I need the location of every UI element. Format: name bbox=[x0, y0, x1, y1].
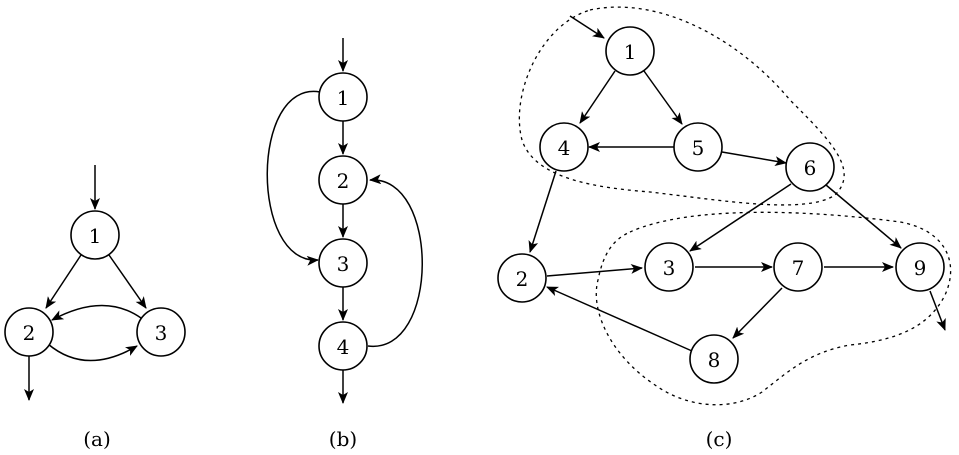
graph-c-node-6: 6 bbox=[785, 142, 835, 192]
graph-b-edge-1-3 bbox=[266, 90, 321, 266]
graph-c-edge-entry-1 bbox=[569, 15, 605, 39]
graph-a-edge-1-2 bbox=[45, 254, 82, 309]
graph-a-node-2: 2 bbox=[4, 307, 54, 357]
graph-a-edges bbox=[24, 165, 147, 401]
graph-c-node-8-label: 8 bbox=[708, 348, 721, 372]
graph-c-edge-6-3 bbox=[689, 183, 792, 252]
graph-b-node-3-label: 3 bbox=[337, 252, 350, 276]
graph-c-edges bbox=[528, 15, 946, 352]
graph-c-node-3-label: 3 bbox=[663, 256, 676, 280]
graph-c-node-2: 2 bbox=[497, 253, 547, 303]
graph-c-node-5: 5 bbox=[673, 122, 723, 172]
graph-c-edge-8-2 bbox=[546, 286, 693, 352]
graph-c-edge-2-3 bbox=[546, 263, 643, 277]
graph-c-node-4: 4 bbox=[539, 122, 589, 172]
graph-a-edge-1-3 bbox=[108, 254, 147, 309]
graph-c-node-8: 8 bbox=[689, 334, 739, 384]
graph-c-node-1-label: 1 bbox=[624, 40, 637, 64]
graph-c-node-3: 3 bbox=[644, 242, 694, 292]
graph-c-node-5-label: 5 bbox=[692, 136, 705, 160]
graph-b-node-4: 4 bbox=[318, 321, 368, 371]
graph-c-node-7: 7 bbox=[773, 242, 823, 292]
graph-c: 1 2 3 4 5 6 7 8 bbox=[497, 6, 952, 451]
graph-b-node-1: 1 bbox=[318, 72, 368, 122]
graph-c-edge-9-exit bbox=[929, 290, 946, 331]
graph-c-edge-1-5 bbox=[643, 70, 683, 125]
graph-c-node-1: 1 bbox=[605, 26, 655, 76]
graph-b-edge-4-2 bbox=[367, 174, 423, 347]
graph-c-node-2-label: 2 bbox=[516, 267, 529, 291]
graph-c-node-9: 9 bbox=[895, 242, 945, 292]
graph-c-node-9-label: 9 bbox=[914, 256, 927, 280]
graph-c-edge-4-2 bbox=[528, 170, 557, 253]
graph-a-edge-2-3 bbox=[47, 343, 138, 362]
graph-a-node-1: 1 bbox=[70, 210, 120, 260]
graph-a-edge-3-2 bbox=[51, 304, 142, 321]
graph-b-node-3: 3 bbox=[318, 238, 368, 288]
graph-c-region-lower bbox=[595, 211, 952, 406]
graph-c-edge-5-6 bbox=[721, 151, 787, 167]
graph-c-edge-6-9 bbox=[825, 184, 902, 249]
graph-b-node-1-label: 1 bbox=[337, 86, 350, 110]
graph-b-node-2: 2 bbox=[318, 155, 368, 205]
graph-a-node-1-label: 1 bbox=[89, 224, 102, 248]
graph-a-node-2-label: 2 bbox=[23, 321, 36, 345]
graph-b-caption: (b) bbox=[329, 427, 357, 451]
graph-c-edge-1-4 bbox=[579, 70, 616, 124]
graph-b-edges bbox=[266, 38, 423, 404]
graph-c-node-7-label: 7 bbox=[792, 256, 805, 280]
graph-a-node-3: 3 bbox=[136, 307, 186, 357]
graph-b-node-4-label: 4 bbox=[337, 335, 350, 359]
graph-c-node-4-label: 4 bbox=[558, 136, 571, 160]
graph-c-caption: (c) bbox=[706, 427, 733, 451]
graph-c-edge-7-8 bbox=[732, 287, 783, 339]
graph-a: 1 2 3 (a) bbox=[4, 165, 186, 451]
graph-a-caption: (a) bbox=[83, 427, 111, 451]
graph-c-node-6-label: 6 bbox=[804, 156, 817, 180]
graph-a-node-3-label: 3 bbox=[155, 321, 168, 345]
graph-b-node-2-label: 2 bbox=[337, 169, 350, 193]
graph-b: 1 2 3 4 (b) bbox=[266, 38, 423, 451]
